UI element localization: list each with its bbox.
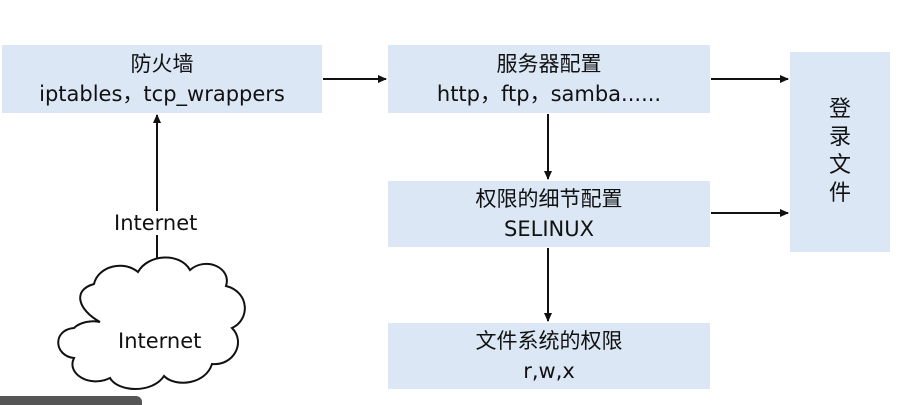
fs-permissions-detail: r,w,x <box>523 359 575 383</box>
bottom-overlay-bar <box>0 396 142 405</box>
login-files-title: 登录文件 <box>828 97 851 206</box>
fs-permissions-box: 文件系统的权限 r,w,x <box>388 323 710 389</box>
server-config-title: 服务器配置 <box>496 52 602 76</box>
server-config-box: 服务器配置 http，ftp，samba...... <box>388 45 710 113</box>
selinux-box: 权限的细节配置 SELINUX <box>388 181 710 247</box>
firewall-detail: iptables，tcp_wrappers <box>39 82 285 106</box>
internet-cloud-shape <box>57 256 246 390</box>
internet-cloud-label: Internet <box>118 329 202 353</box>
firewall-title: 防火墙 <box>130 52 194 76</box>
selinux-detail: SELINUX <box>504 217 594 241</box>
fs-permissions-title: 文件系统的权限 <box>475 329 623 353</box>
login-files-box: 登录文件 <box>790 52 890 252</box>
selinux-title: 权限的细节配置 <box>475 187 623 211</box>
firewall-box: 防火墙 iptables，tcp_wrappers <box>2 45 322 113</box>
internet-label: Internet <box>114 211 198 235</box>
server-config-detail: http，ftp，samba...... <box>436 82 662 106</box>
